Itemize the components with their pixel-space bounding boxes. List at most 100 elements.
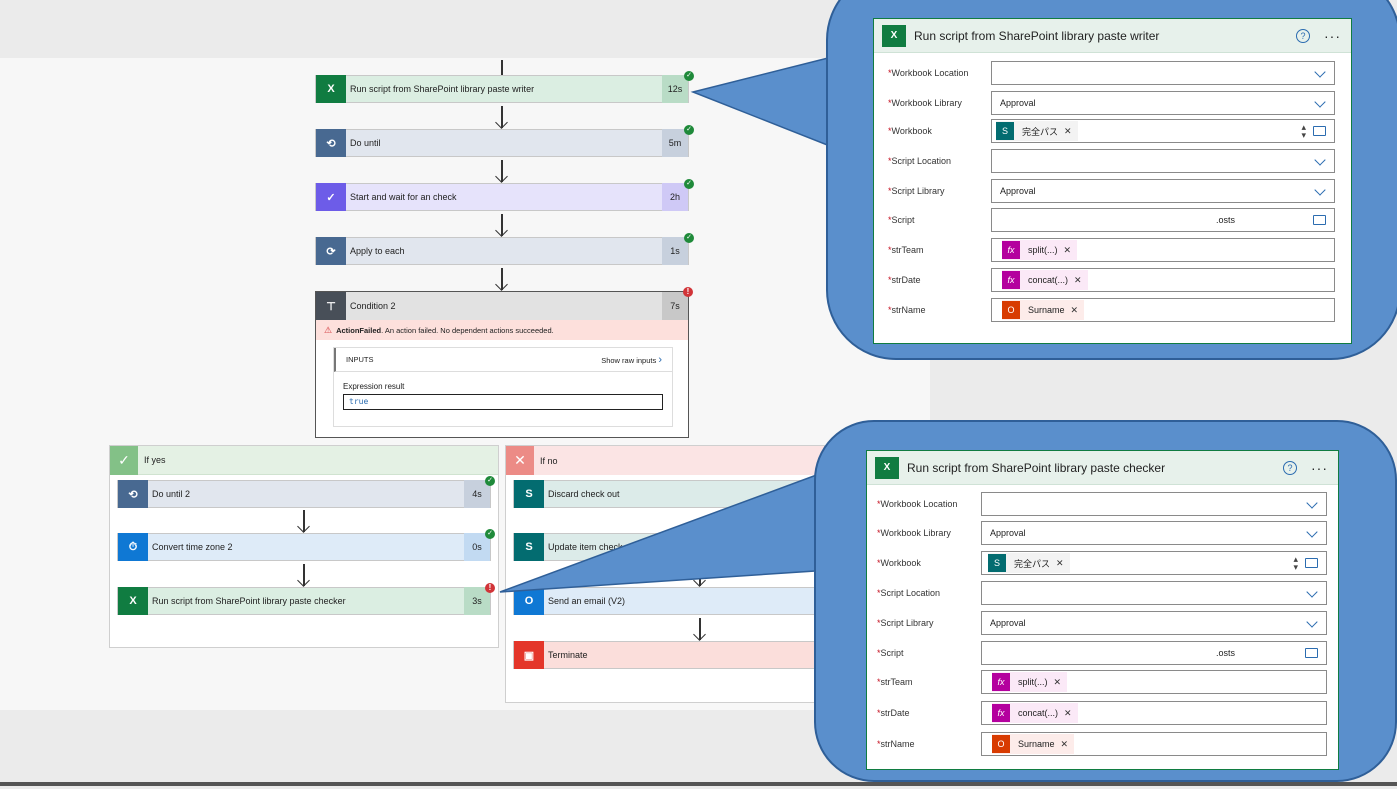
folder-icon[interactable] — [1305, 648, 1318, 658]
terminate-icon: ▣ — [514, 641, 544, 669]
step-convert-time-zone-2[interactable]: ⏱ Convert time zone 2 0s — [117, 533, 491, 561]
more-options-icon[interactable]: ··· — [1311, 459, 1328, 476]
field-row: *Script Library Approval — [874, 179, 1351, 203]
chevron-down-icon — [1314, 154, 1326, 166]
step-do-until-2[interactable]: ⟲ Do until 2 4s — [117, 480, 491, 508]
field-row: *Workbook Location — [874, 61, 1351, 85]
script-library-dropdown[interactable]: Approval — [991, 179, 1335, 203]
error-icon: ! — [485, 583, 495, 593]
checker-panel-header[interactable]: X Run script from SharePoint library pas… — [867, 451, 1338, 485]
field-label: *strName — [877, 739, 915, 749]
field-row: *Workbook Library Approval — [867, 521, 1338, 545]
step-duration: 2h — [662, 183, 688, 211]
step-do-until[interactable]: ⟲ Do until 5m — [315, 129, 689, 157]
success-check-icon: ✓ — [684, 125, 694, 135]
remove-token-icon[interactable]: ✕ — [1053, 676, 1062, 687]
step-label: Run script from SharePoint library paste… — [350, 84, 535, 94]
help-icon[interactable]: ? — [1296, 28, 1310, 43]
if-yes-header[interactable]: ✓ If yes — [110, 445, 498, 475]
remove-token-icon[interactable]: ✕ — [1074, 274, 1082, 285]
field-label: *Workbook Location — [888, 68, 969, 78]
checker-callout-pointer — [499, 468, 831, 593]
spinner-icon[interactable]: ▴▾ — [1293, 554, 1298, 572]
remove-token-icon[interactable]: ✕ — [1064, 707, 1072, 718]
help-icon[interactable]: ? — [1283, 460, 1297, 475]
expression-value: true — [343, 394, 663, 410]
script-field[interactable]: .osts — [991, 208, 1335, 232]
show-raw-inputs-link[interactable]: Show raw inputs › — [601, 354, 662, 366]
step-condition-2[interactable]: ⊤ Condition 2 7s — [316, 292, 688, 320]
step-send-email[interactable]: O Send an email (V2) — [513, 587, 825, 615]
folder-icon[interactable] — [1305, 558, 1318, 568]
field-row: *Script .osts — [874, 208, 1351, 232]
spinner-icon[interactable]: ▴▾ — [1301, 122, 1306, 140]
remove-token-icon[interactable]: ✕ — [1070, 304, 1079, 315]
success-check-icon: ✓ — [684, 233, 694, 243]
token-label: 完全パス — [1022, 126, 1059, 137]
connector-arrow — [495, 268, 509, 294]
field-label-text: strTeam — [891, 245, 924, 255]
dynamic-token[interactable]: S 完全パス ✕ — [996, 121, 1078, 141]
workbook-location-dropdown[interactable] — [981, 492, 1327, 516]
remove-token-icon[interactable]: ✕ — [1064, 125, 1072, 136]
step-label: Do until — [350, 138, 381, 148]
script-location-dropdown[interactable] — [981, 581, 1327, 605]
remove-token-icon[interactable]: ✕ — [1060, 738, 1069, 749]
more-options-icon[interactable]: ··· — [1324, 27, 1341, 44]
step-run-script-checker[interactable]: X Run script from SharePoint library pas… — [117, 587, 491, 615]
folder-icon[interactable] — [1313, 215, 1326, 225]
field-row: *Script Library Approval — [867, 611, 1338, 635]
step-terminate[interactable]: ▣ Terminate — [513, 641, 825, 669]
step-apply-to-each[interactable]: ⟳ Apply to each 1s — [315, 237, 689, 265]
if-no-header[interactable]: ✕ If no — [506, 446, 824, 475]
excel-icon: X — [316, 75, 346, 103]
token-label: concat(...) — [1018, 708, 1059, 718]
step-start-and-wait[interactable]: ✓ Start and wait for an check 2h — [315, 183, 689, 211]
sharepoint-icon: S — [996, 122, 1014, 140]
if-yes-label: If yes — [144, 455, 166, 465]
field-label-text: Workbook — [891, 126, 932, 136]
field-label-text: Workbook Location — [891, 68, 969, 78]
remove-token-icon[interactable]: ✕ — [1056, 557, 1064, 568]
workbook-library-dropdown[interactable]: Approval — [991, 91, 1335, 115]
script-location-dropdown[interactable] — [991, 149, 1335, 173]
excel-icon: X — [882, 24, 906, 47]
excel-icon: X — [118, 587, 148, 615]
workbook-library-dropdown[interactable]: Approval — [981, 521, 1327, 545]
script-field[interactable]: .osts — [981, 641, 1327, 665]
error-text: . An action failed. No dependent actions… — [381, 325, 554, 335]
remove-token-icon[interactable]: ✕ — [1063, 244, 1072, 255]
step-run-script-writer[interactable]: X Run script from SharePoint library pas… — [315, 75, 689, 103]
checker-action-panel: X Run script from SharePoint library pas… — [866, 450, 1339, 770]
writer-panel-header[interactable]: X Run script from SharePoint library pas… — [874, 19, 1351, 53]
step-label: Update item check — [548, 542, 623, 552]
workbook-field[interactable]: S 完全パス ✕ ▴▾ — [991, 119, 1335, 143]
field-row: *Script Location — [867, 581, 1338, 605]
chevron-down-icon — [1306, 526, 1318, 538]
script-library-dropdown[interactable]: Approval — [981, 611, 1327, 635]
folder-icon[interactable] — [1313, 126, 1326, 136]
workbook-location-dropdown[interactable] — [991, 61, 1335, 85]
connector-arrow — [495, 214, 509, 240]
step-duration: 12s — [662, 75, 688, 103]
step-label: Apply to each — [350, 246, 405, 256]
